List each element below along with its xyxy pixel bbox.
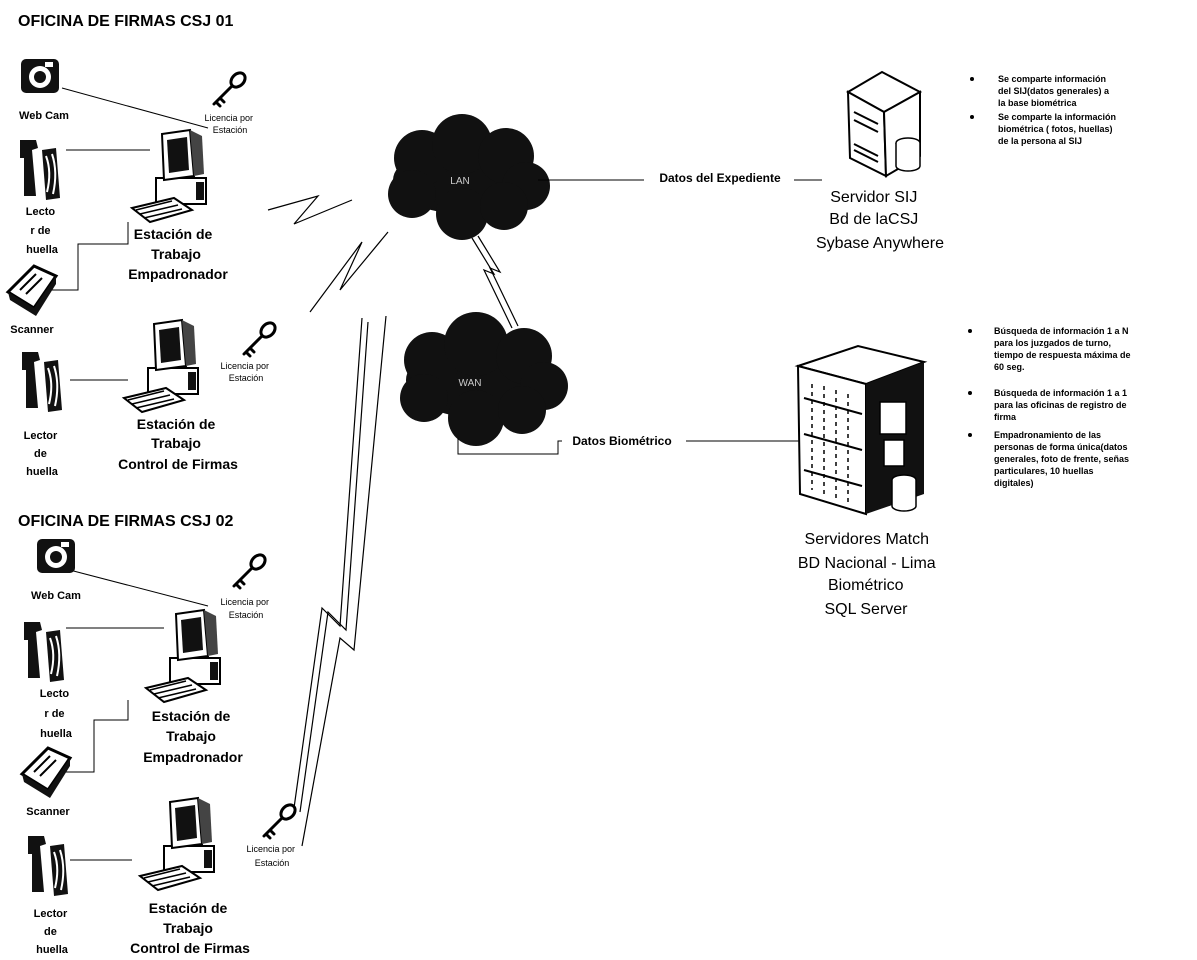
webcam-icon: [21, 59, 59, 93]
fingerprint-reader-icon: [19, 139, 61, 201]
lan-label: LAN: [450, 176, 469, 187]
scanner-label: Scanner: [26, 806, 70, 818]
license-label: Licencia por Estación: [220, 597, 271, 620]
match-link-label-bg: [562, 433, 686, 449]
key-icon: [262, 800, 300, 840]
webcam-license-line: [61, 87, 209, 129]
office-1: OFICINA DE FIRMAS CSJ 01 Web Cam Licenci…: [6, 13, 280, 478]
sij-notes: Se comparte información del SIJ(datos ge…: [970, 74, 1119, 146]
bullet: [968, 433, 972, 437]
webcam-label: Web Cam: [31, 590, 81, 602]
wireless-link: [309, 231, 389, 313]
bullet: [970, 115, 974, 119]
note: Búsqueda de información 1 a 1 para las o…: [994, 388, 1130, 422]
fingerprint-reader-icon: [23, 621, 65, 683]
wireless-link: [293, 317, 363, 809]
wan-cloud: WAN: [400, 312, 568, 446]
sij-server-icon: [845, 70, 923, 178]
office-1-title: OFICINA DE FIRMAS CSJ 01: [18, 13, 234, 30]
bullet: [970, 77, 974, 81]
workstation-icon: [145, 609, 221, 703]
webcam-license-line: [61, 567, 209, 607]
workstation-label: Estación de Trabajo Control de Firmas: [118, 416, 238, 472]
key-icon: [212, 68, 250, 108]
scanner-icon: [6, 264, 58, 318]
match-notes: Búsqueda de información 1 a N para los j…: [968, 326, 1133, 488]
fingerprint-reader-label: Lector de huella: [34, 908, 71, 956]
fingerprint-reader-label: Lecto r de huella: [40, 688, 73, 740]
wireless-link: [471, 237, 513, 329]
match-link-label: Datos Biométrico: [572, 434, 671, 448]
fingerprint-reader-icon: [27, 835, 69, 897]
office-2: OFICINA DE FIRMAS CSJ 02 Web Cam Licenci…: [18, 513, 300, 956]
match-servers-icon: [794, 344, 928, 516]
match-servers-label: Servidores Match BD Nacional - Lima Biom…: [798, 531, 940, 618]
bullet: [968, 329, 972, 333]
wireless-link: [299, 321, 369, 813]
workstation-icon: [131, 129, 207, 223]
workstation-label: Estación de Trabajo Empadronador: [143, 708, 243, 765]
wan-label: WAN: [459, 378, 482, 389]
workstation-icon: [139, 797, 215, 891]
license-label: Licencia por Estación: [204, 113, 255, 135]
fingerprint-reader-label: Lector de huella: [24, 430, 61, 478]
sij-server-label: Servidor SIJ Bd de laCSJ Sybase Anywhere: [816, 189, 944, 252]
office-2-title: OFICINA DE FIRMAS CSJ 02: [18, 513, 234, 530]
wireless-link: [301, 315, 387, 847]
wireless-link: [267, 194, 353, 225]
bullet: [968, 391, 972, 395]
note: Búsqueda de información 1 a N para los j…: [994, 326, 1133, 372]
wireless-links: [267, 194, 519, 847]
scanner-station-line: [52, 222, 129, 291]
lan-cloud: LAN: [388, 114, 550, 240]
workstation-label: Estación de Trabajo Control de Firmas: [130, 900, 250, 956]
fingerprint-reader-label: Lecto r de huella: [26, 206, 59, 256]
webcam-label: Web Cam: [19, 110, 69, 122]
license-label: Licencia por Estación: [246, 844, 297, 868]
sij-link-label-bg: [644, 170, 794, 186]
workstation-label: Estación de Trabajo Empadronador: [128, 226, 228, 282]
key-icon: [232, 550, 270, 590]
webcam-icon: [37, 539, 75, 573]
note: Se comparte la información biométrica ( …: [998, 112, 1119, 146]
scanner-label: Scanner: [10, 324, 54, 336]
workstation-icon: [123, 319, 199, 413]
scanner-station-line: [52, 700, 129, 773]
key-icon: [242, 318, 280, 358]
sij-link-label: Datos del Expediente: [659, 171, 781, 185]
note: Se comparte información del SIJ(datos ge…: [998, 74, 1112, 108]
note: Empadronamiento de las personas de forma…: [994, 430, 1132, 488]
scanner-icon: [20, 746, 72, 800]
license-label: Licencia por Estación: [220, 361, 271, 383]
wireless-link: [477, 235, 519, 327]
fingerprint-reader-icon: [21, 351, 63, 413]
